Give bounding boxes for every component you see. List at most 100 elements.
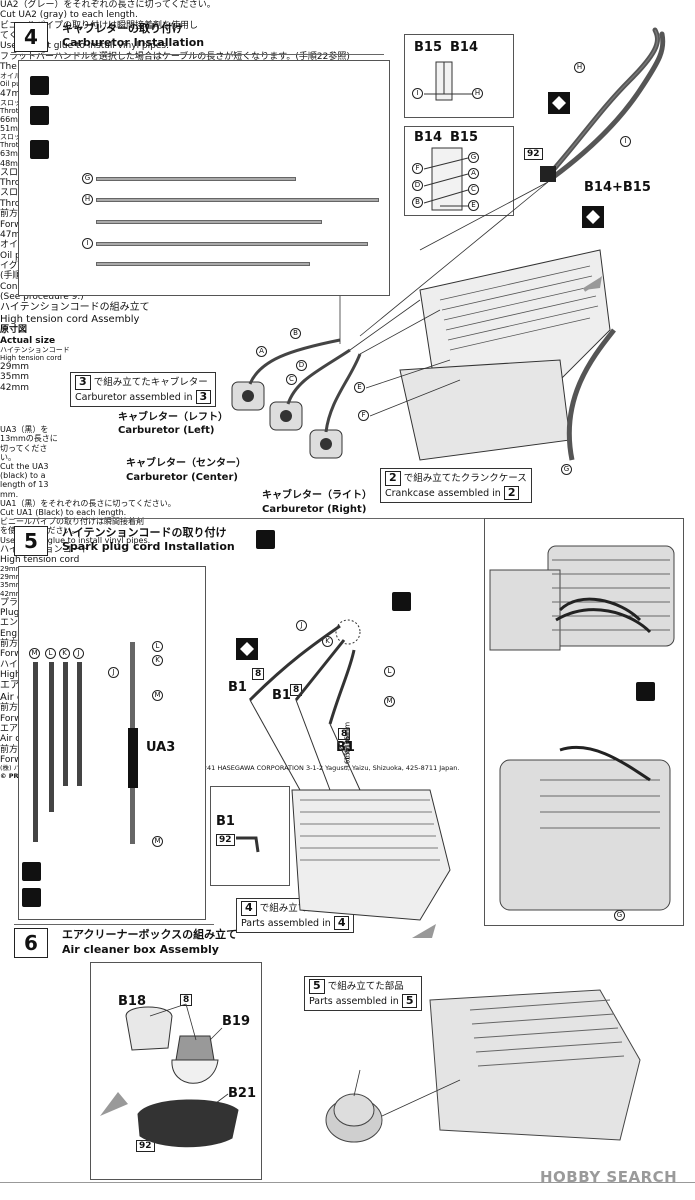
air-cleaner-box	[90, 962, 262, 1180]
cord-letter-j2: J	[108, 667, 119, 678]
cord-m-bar	[33, 662, 38, 842]
ua3-name: UA3	[146, 740, 176, 755]
inset1-b14: B14	[450, 40, 478, 55]
inset2-letter-b: B	[412, 197, 423, 208]
step4-note1-en: Cut UA2 (gray) to each length.	[0, 10, 138, 21]
cord-k-bar	[63, 662, 68, 786]
step5-title-jp: ハイテンションコードの取り付け	[62, 526, 227, 539]
carb-box-ref-2: 3	[195, 389, 212, 405]
step4-title-jp: キャブレターの取り付け	[62, 22, 183, 35]
step5-number: 5	[14, 526, 48, 556]
step6-forward-jp-1: 前方向	[0, 703, 28, 714]
ht-letter-j: J	[296, 620, 307, 631]
ignition-note-en2: (See procedure 9.)	[0, 291, 84, 302]
ht-len-29b: 29mm	[0, 573, 23, 582]
engine-en: Engine	[0, 628, 31, 639]
assembly-title-jp: ハイテンションコードの組み立て	[0, 302, 150, 314]
step5-note1-jp: UA1（黒）をそれぞれの長さに切ってください。	[0, 498, 176, 508]
parts-assembled-4-box: 4 で組み立てた部品 Parts assembled in 4	[236, 898, 355, 934]
ref92-step5: 92	[216, 834, 235, 846]
ref8-c: 8	[338, 728, 351, 740]
letter-g: G	[82, 173, 93, 184]
step5-title-rule	[14, 518, 484, 519]
inset1-b15: B15	[414, 40, 442, 55]
cord-letter-l2: L	[152, 641, 163, 652]
carb-letter-c: C	[286, 374, 297, 385]
oil-cable-bar	[96, 177, 296, 181]
cord-letter-k2: K	[152, 655, 163, 666]
throttle5-flat-bar	[96, 262, 310, 266]
ua3-sleeve	[128, 728, 138, 788]
carb-center-en: Carburetor (Center)	[126, 472, 238, 483]
step6-number: 6	[14, 928, 48, 958]
step4-note2-en: Use instant glue to install vinyl pipes.	[0, 41, 169, 52]
carb-letter-f: F	[358, 410, 369, 421]
cord-len-42: 42mm	[0, 382, 29, 393]
carb-box-jp: で組み立てたキャブレター	[93, 377, 208, 388]
inset2-b14: B14	[414, 130, 442, 145]
cut-icon-step5	[22, 862, 41, 881]
ht-caution-icon	[392, 592, 411, 611]
part-b19: B19	[222, 1014, 250, 1029]
cord-l-bar	[49, 662, 54, 812]
glue-icon-step5	[22, 888, 41, 907]
ua3-en: Cut the UA3 (black) to a length of 13 mm…	[0, 462, 49, 499]
cord-letter-j1: J	[73, 648, 84, 659]
part-b18: B18	[118, 994, 146, 1009]
caution-icon	[30, 140, 49, 159]
cord-letter-l1: L	[45, 648, 56, 659]
step4-note3-jp: フラットバーハンドルを選択した場合はケーブルの長さが短くなります。(手順22参照…	[0, 51, 350, 62]
actual-size-jp: 原寸図	[0, 325, 28, 336]
inset2-b15: B15	[450, 130, 478, 145]
oil-label-len: 47mm	[0, 229, 29, 240]
carb-assembled-box: 3 で組み立てたキャブレター Carburetor assembled in 3	[70, 372, 217, 408]
cable-letter-h: H	[574, 62, 585, 73]
step4-note1-jp: UA2（グレー）をそれぞれの長さに切ってください。	[0, 0, 216, 10]
footer-rule	[0, 1182, 695, 1183]
carb-letter-a: A	[256, 346, 267, 357]
inset1-letter-i: I	[412, 88, 423, 99]
ignition-caution-icon	[256, 530, 275, 549]
parts4-jp: で組み立てた部品	[259, 903, 336, 914]
step4-number: 4	[14, 22, 48, 52]
step4-title-rule	[14, 54, 384, 55]
inset2-letter-e: E	[468, 200, 479, 211]
crank-box-ref-2: 2	[503, 485, 520, 501]
oil-letter-g: G	[561, 464, 572, 475]
ref8-a: 8	[252, 668, 265, 680]
parts5-jp: で組み立てた部品	[327, 981, 404, 992]
ref8-b: 8	[290, 684, 303, 696]
ref8-step6: 8	[180, 994, 193, 1006]
step6-title-jp: エアクリーナーボックスの組み立て	[62, 928, 238, 941]
ref92-step6: 92	[136, 1140, 155, 1152]
cable-letter-i: I	[620, 136, 631, 147]
throttle4-flat-bar	[96, 220, 322, 224]
carb-left-jp: キャブレター（レフト）	[118, 412, 228, 423]
plug-cap-box	[210, 786, 290, 886]
ua3-jp: UA3（黒）を13mmの長さに切ってください。	[0, 425, 58, 462]
step4-forward-jp: 前方向	[0, 209, 28, 220]
throttle5-std-bar	[96, 242, 368, 246]
cord-j-bar	[77, 662, 82, 786]
parts5-ref-1: 5	[309, 979, 325, 994]
letter-i: I	[82, 238, 93, 249]
actual-size-en: Actual size	[0, 335, 56, 346]
inset-b15-b14	[404, 34, 514, 118]
crank-box-jp: で組み立てたクランクケース	[403, 473, 527, 484]
cord-letter-m1: M	[29, 648, 40, 659]
throttle4-std-bar	[96, 198, 379, 202]
cord-letter-m3: M	[152, 836, 163, 847]
step6-title-en: Air cleaner box Assembly	[62, 943, 219, 956]
crank-box-en: Crankcase assembled in	[385, 487, 501, 499]
dim-16: 16mm	[343, 746, 352, 769]
cord-letter-m2: M	[152, 690, 163, 701]
cord-len-29: 29mm	[0, 362, 29, 373]
step5-title-en: Spark plug cord Installation	[62, 540, 235, 553]
inset2-letter-c: C	[468, 184, 479, 195]
cord-small-jp: ハイテンションコード	[0, 345, 70, 354]
carb-letter-d: D	[296, 360, 307, 371]
cord-len-35: 35mm	[0, 372, 29, 383]
inset2-letter-f: F	[412, 163, 423, 174]
watermark: HOBBY SEARCH	[540, 1168, 678, 1186]
parts4-ref-1: 4	[241, 901, 257, 916]
